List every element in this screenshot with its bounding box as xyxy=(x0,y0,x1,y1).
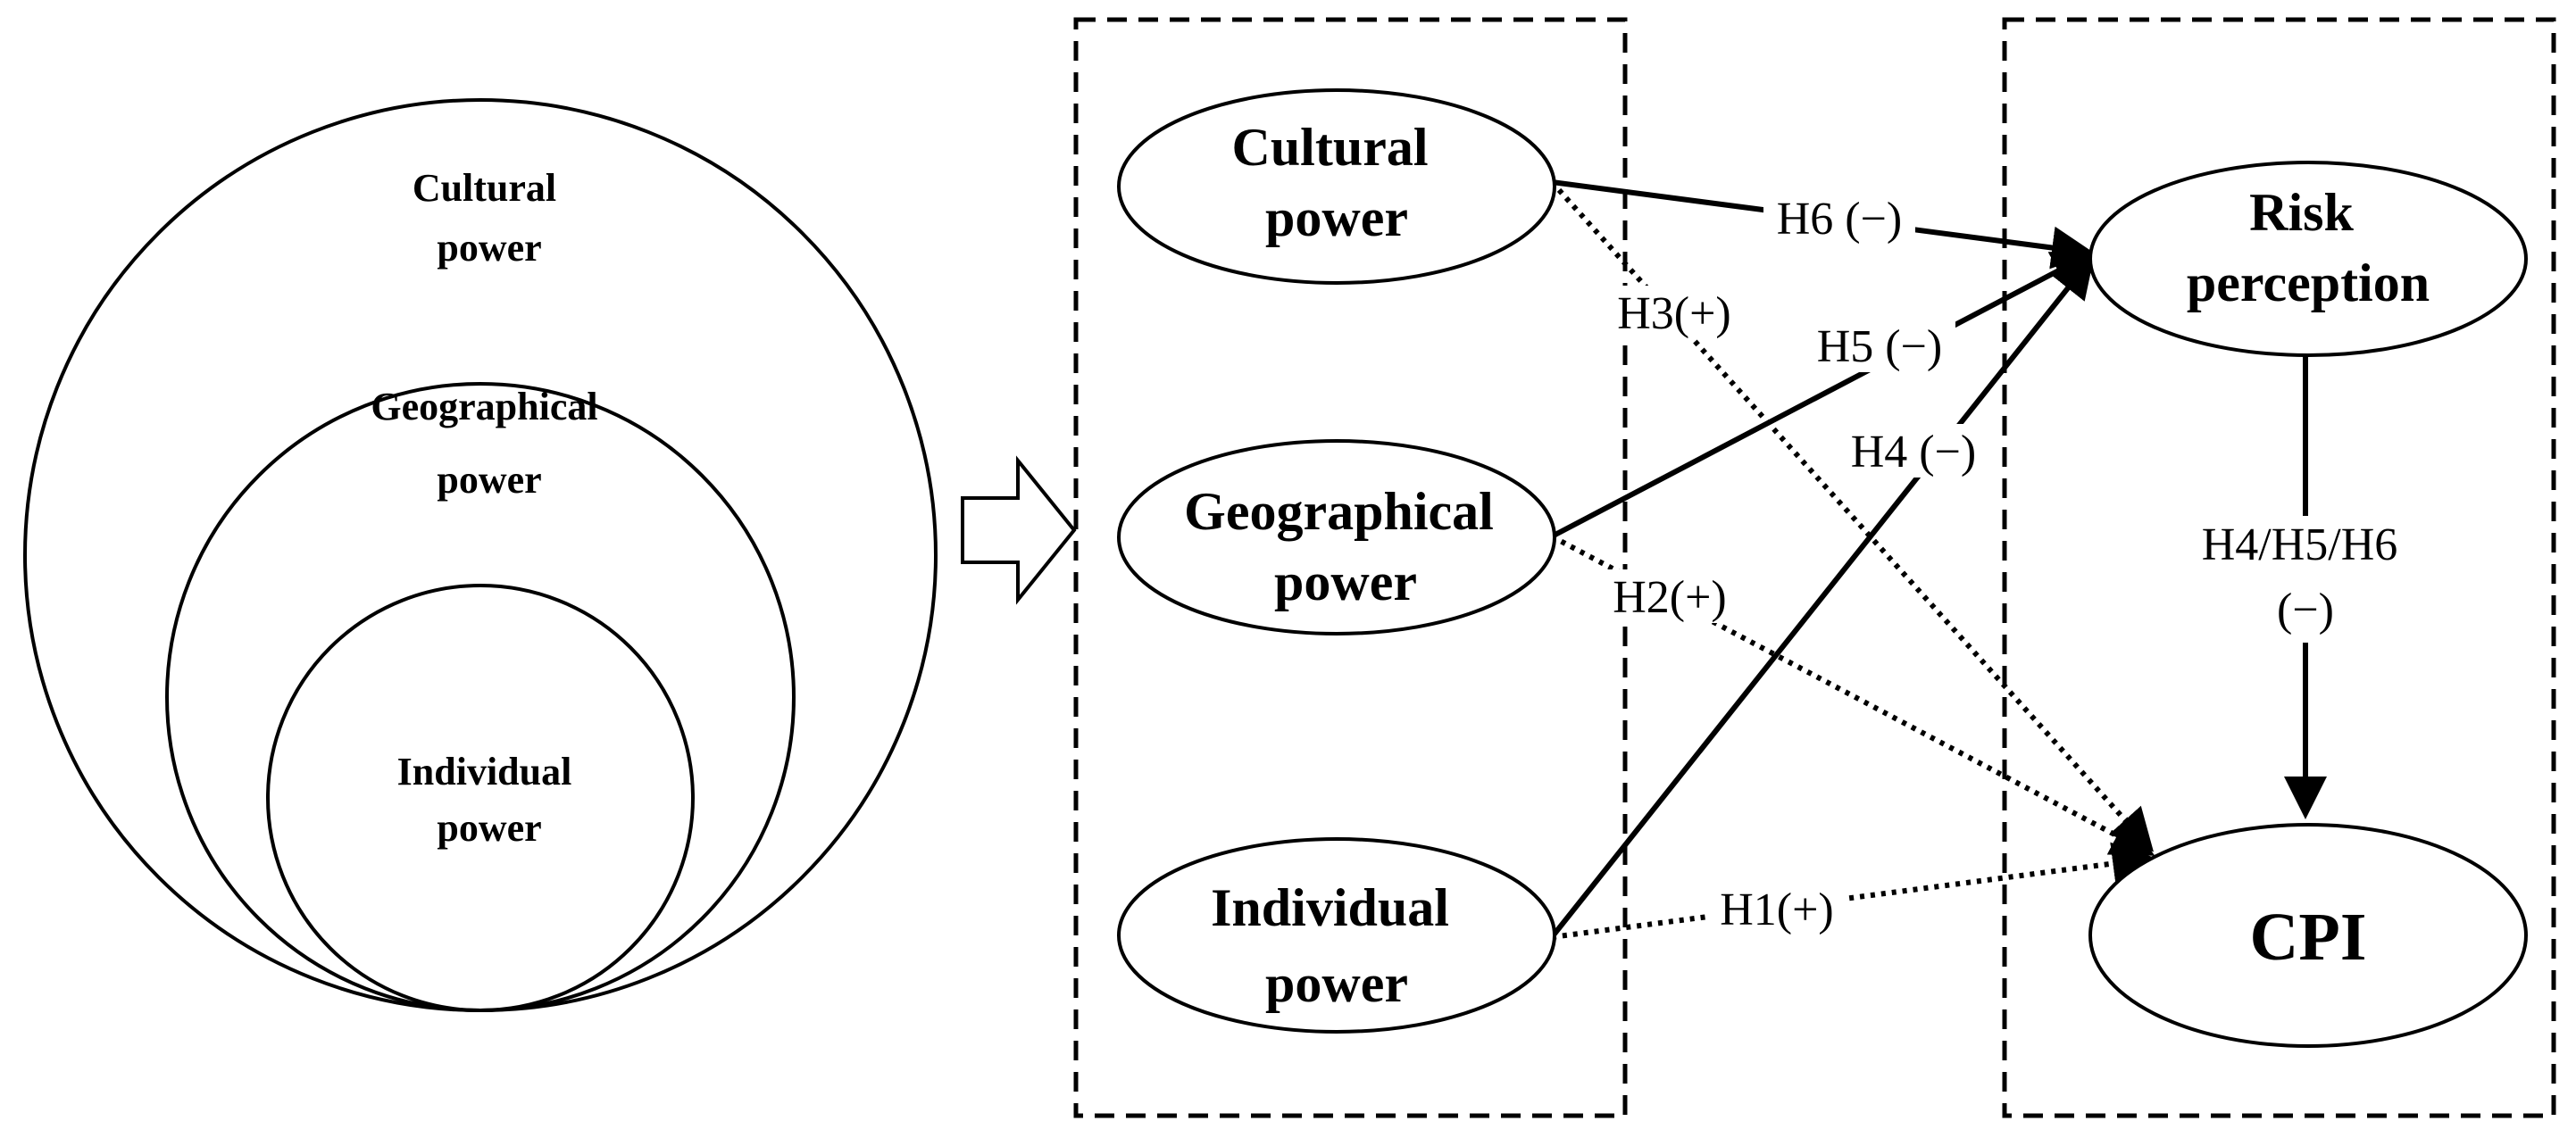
individual-power-ellipse xyxy=(1117,837,1556,1034)
middle-circle-label-line2: power xyxy=(437,458,541,502)
cultural-power-label: Cultural power xyxy=(1231,118,1441,247)
risk-perception-label-line2: perception xyxy=(2187,253,2430,312)
h4-label: H4 (−) xyxy=(1851,427,1977,478)
individual-power-label: Individual power xyxy=(1211,878,1463,1013)
h2-label-bg xyxy=(1605,569,1738,623)
geographical-power-label-line1: Geographical xyxy=(1184,482,1494,541)
h4-label-bg xyxy=(1835,424,1991,478)
h1-path xyxy=(1551,842,2155,940)
h2-label: H2(+) xyxy=(1613,572,1727,623)
outcomes-dashed-box xyxy=(2002,17,2556,1118)
cultural-power-label-line1: Cultural xyxy=(1231,118,1428,177)
block-arrow xyxy=(961,455,1077,605)
construct-individual: Individual power xyxy=(1117,837,1556,1034)
cultural-power-label-line2: power xyxy=(1265,188,1408,247)
risk-perception-label: Risk perception xyxy=(2187,183,2430,312)
cpi-ellipse xyxy=(2088,823,2528,1048)
inner-circle-label: Individual power xyxy=(397,750,582,850)
antecedents-dashed-box xyxy=(1073,17,1628,1118)
h6-label-bg xyxy=(1763,189,1915,243)
geographical-power-ellipse xyxy=(1117,439,1556,635)
nested-circles: Cultural power Geographical power Indivi… xyxy=(23,98,938,1012)
h5-path xyxy=(1550,251,2097,539)
h5-label-bg xyxy=(1804,319,1955,372)
construct-cultural: Cultural power xyxy=(1117,88,1556,285)
h3-label: H3(+) xyxy=(1617,288,1731,339)
outcome-cpi: CPI xyxy=(2088,823,2528,1048)
outcome-risk: Risk perception xyxy=(2088,161,2528,357)
h6-label: H6 (−) xyxy=(1777,194,1903,245)
individual-power-label-line2: power xyxy=(1265,954,1408,1013)
outer-circle-label: Cultural power xyxy=(413,166,566,270)
h3-label-bg xyxy=(1609,286,1743,339)
construct-geographical: Geographical power xyxy=(1117,439,1556,635)
mediation-label-line2: (−) xyxy=(2277,585,2334,635)
geographical-power-label-line2: power xyxy=(1274,552,1417,611)
h1-label-bg xyxy=(1710,882,1844,935)
middle-circle-label-line1: Geographical xyxy=(371,385,597,428)
inner-circle-label-line1: Individual xyxy=(397,750,572,793)
h4-path xyxy=(1549,254,2095,939)
risk-perception-ellipse xyxy=(2088,161,2528,357)
mediation-label-bg xyxy=(2197,516,2415,643)
h1-label: H1(+) xyxy=(1720,885,1834,935)
outer-circle-label-line2: power xyxy=(437,226,541,270)
individual-power-label-line1: Individual xyxy=(1211,878,1449,937)
inner-circle-label-line2: power xyxy=(437,806,541,850)
mediation-label: H4/H5/H6 (−) xyxy=(2202,519,2410,635)
geographical-power-label: Geographical power xyxy=(1184,482,1507,611)
hypothesis-labels: H6 (−) H5 (−) H3(+) H4 (−) H2(+) H1(+) H… xyxy=(1605,189,2415,935)
mediation-label-line1: H4/H5/H6 xyxy=(2202,519,2398,570)
cultural-power-ellipse xyxy=(1117,88,1556,285)
h5-label: H5 (−) xyxy=(1817,321,1943,372)
cpi-label: CPI xyxy=(2250,900,2367,975)
inner-circle xyxy=(266,584,695,1012)
middle-circle-label: Geographical power xyxy=(371,385,607,502)
outer-circle-label-line1: Cultural xyxy=(413,166,556,210)
h3-path xyxy=(1549,179,2155,852)
risk-perception-label-line1: Risk xyxy=(2249,183,2354,242)
